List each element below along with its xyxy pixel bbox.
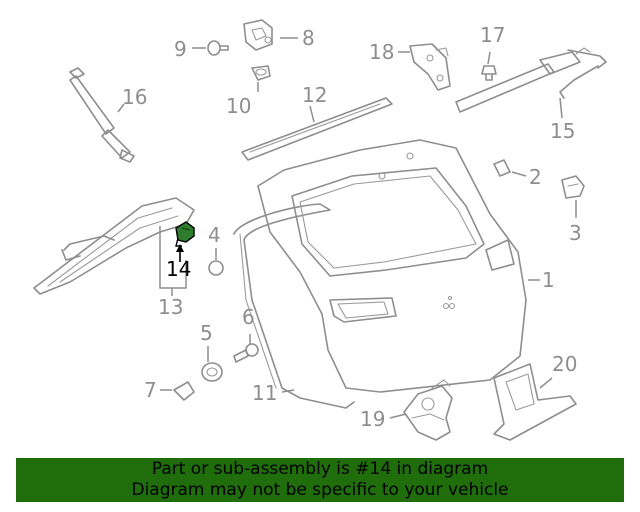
callout-14: 14	[166, 257, 191, 281]
callout-9: 9	[174, 37, 187, 61]
callout-7: 7	[144, 378, 157, 402]
callout-4: 4	[208, 223, 221, 247]
callout-2: 2	[529, 165, 542, 189]
callout-10: 10	[226, 94, 251, 118]
callout-12: 12	[302, 83, 327, 107]
callout-8: 8	[302, 26, 315, 50]
callout-16: 16	[122, 85, 147, 109]
info-banner: Part or sub-assembly is #14 in diagram D…	[16, 458, 624, 502]
callout-13: 13	[158, 295, 183, 319]
callout-15: 15	[550, 119, 575, 143]
part-5-washer[interactable]	[201, 362, 223, 382]
callout-20: 20	[552, 352, 577, 376]
part-1-liftgate-panel[interactable]	[257, 139, 527, 393]
part-3-bumper[interactable]	[561, 175, 585, 199]
part-7-clip[interactable]	[173, 381, 195, 401]
part-8-bracket[interactable]	[243, 19, 273, 51]
part-4-grommet[interactable]	[208, 260, 224, 276]
part-10-clip[interactable]	[251, 65, 271, 81]
part-19-latch[interactable]	[403, 379, 453, 441]
callout-18: 18	[369, 40, 394, 64]
banner-line-2: Diagram may not be specific to your vehi…	[131, 480, 509, 500]
part-12-garnish-strip[interactable]	[241, 97, 393, 161]
callout-17: 17	[480, 23, 505, 47]
part-13-trim-assembly[interactable]	[33, 197, 195, 295]
part-20-guide[interactable]	[493, 363, 577, 441]
leader-lines	[117, 37, 577, 419]
part-15-power-strut[interactable]	[455, 47, 607, 113]
callout-19: 19	[360, 407, 385, 431]
part-6-screw[interactable]	[233, 343, 259, 363]
part-16-lift-strut[interactable]	[69, 67, 135, 163]
callout-1: 1	[542, 268, 555, 292]
part-14-clip-highlighted[interactable]	[175, 221, 195, 247]
callout-5: 5	[200, 321, 213, 345]
callout-6: 6	[242, 305, 255, 329]
callout-3: 3	[569, 221, 582, 245]
banner-line-1: Part or sub-assembly is #14 in diagram	[151, 459, 489, 479]
part-2-plug[interactable]	[493, 159, 511, 177]
part-18-hinge[interactable]	[409, 43, 451, 91]
part-17-stud[interactable]	[481, 65, 497, 81]
callout-11: 11	[252, 381, 277, 405]
part-9-bolt[interactable]	[207, 40, 229, 56]
part-11-weatherstrip[interactable]	[233, 203, 355, 409]
